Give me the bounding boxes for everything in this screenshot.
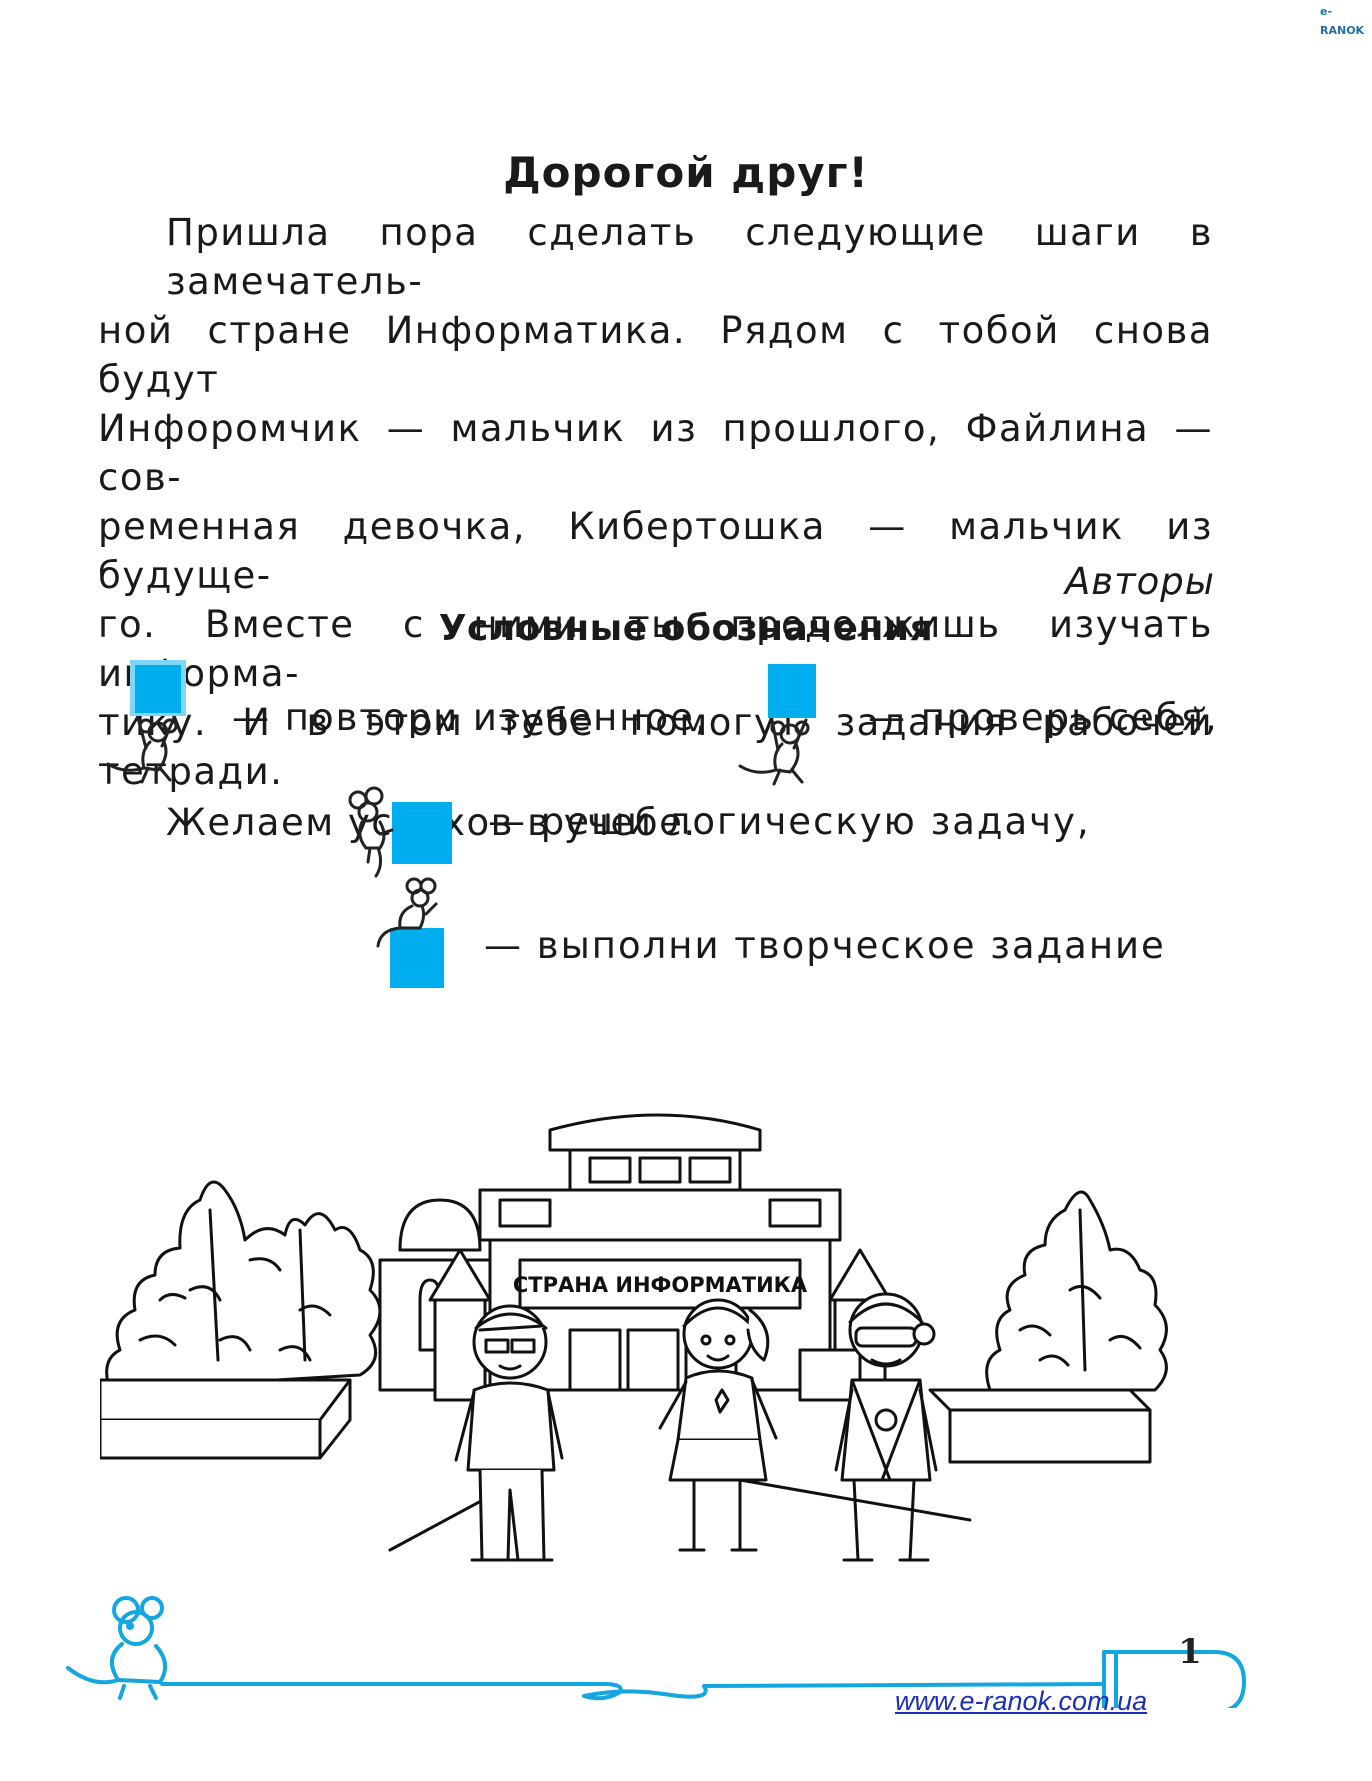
inforomchik-character [454, 1304, 564, 1562]
failina-character [658, 1298, 778, 1552]
publisher-logo: e-RANOK [1320, 0, 1372, 37]
legend-title: Условные обозначения [438, 608, 934, 649]
paragraph-line: ной стране Информатика. Рядом с тобой сн… [98, 309, 1213, 401]
signature: Авторы [1064, 560, 1215, 603]
letter-paragraph: Пришла пора сделать следующие шаги в зам… [98, 208, 1213, 847]
mouse-on-square-icon [376, 877, 444, 988]
letter-title: Дорогой друг! [503, 148, 869, 197]
publisher-logo-text: e-RANOK [1320, 5, 1365, 37]
informatics-land-illustration: СТРАНА ИНФОРМАТИКА [100, 1113, 1168, 1562]
right-bushes [985, 1190, 1168, 1392]
mouse-beside-square-icon [348, 786, 452, 878]
mouse-lifting-square-icon [106, 660, 186, 784]
kibertoshka-character [834, 1292, 938, 1562]
footer-mouse-icon [66, 1596, 168, 1700]
legend-text-check: — проверь себя, [868, 696, 1219, 739]
paragraph-line: го. Вместе с ними ты продолжишь изучать … [98, 603, 1213, 695]
mouse-lifting-square-icon [738, 664, 816, 786]
page-number: 1 [1178, 1632, 1202, 1672]
paragraph-line: тику. И в этом тебе помогут задания рабо… [98, 701, 1213, 793]
legend-text-creative: — выполни творческое задание [484, 924, 1166, 967]
paragraph-line: Инфоромчик — мальчик из прошлого, Файлин… [98, 407, 1213, 499]
paragraph-line: Пришла пора сделать следующие шаги в зам… [166, 211, 1213, 303]
building-sign: СТРАНА ИНФОРМАТИКА [513, 1273, 808, 1297]
website-link[interactable]: www.e-ranok.com.ua [895, 1686, 1148, 1716]
legend-text-repeat: — повтори изученное, [232, 696, 709, 739]
left-bushes [105, 1180, 382, 1392]
paragraph-line: ременная девочка, Кибертошка — мальчик и… [98, 505, 1213, 597]
legend-text-logic: — реши логическую задачу, [488, 800, 1091, 843]
footer-decoration [66, 1596, 1246, 1708]
